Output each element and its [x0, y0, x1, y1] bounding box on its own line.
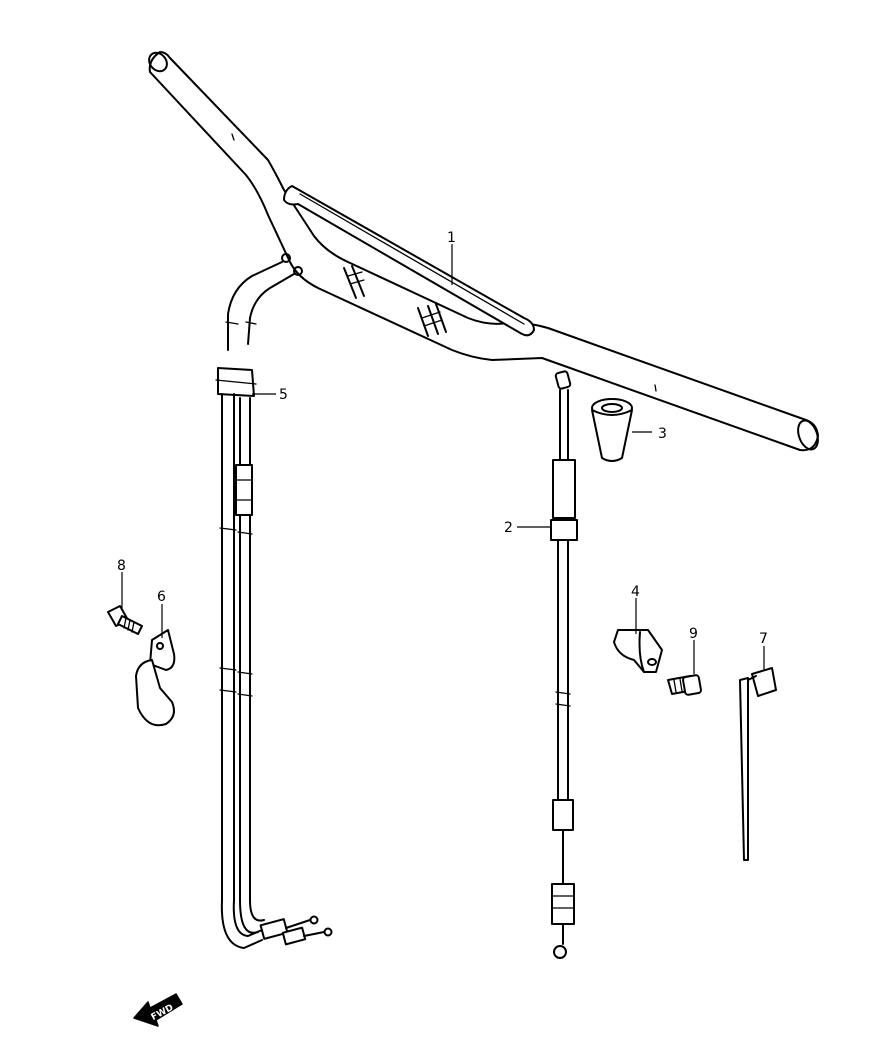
- callout-4: 4: [631, 584, 640, 600]
- callout-8: 8: [117, 558, 126, 574]
- callout-2: 2: [504, 520, 513, 536]
- clamp-bracket: [135, 629, 176, 727]
- bolt-9: [667, 674, 702, 696]
- callout-7: 7: [759, 631, 768, 647]
- callout-3: 3: [658, 426, 667, 442]
- callout-5: 5: [279, 387, 288, 403]
- callout-1: 1: [447, 230, 456, 246]
- handlebar: [148, 51, 819, 452]
- bracket-4: [613, 629, 663, 673]
- cable-boot: [591, 398, 633, 462]
- callout-9: 9: [689, 626, 698, 642]
- clutch-cable: [550, 370, 578, 959]
- fwd-arrow-icon: FWD: [133, 993, 183, 1027]
- throttle-cable-assembly: [215, 253, 333, 949]
- leader-lines: [121, 244, 765, 674]
- cable-tie: [739, 667, 777, 861]
- bolt-8: [107, 605, 143, 635]
- callout-6: 6: [157, 589, 166, 605]
